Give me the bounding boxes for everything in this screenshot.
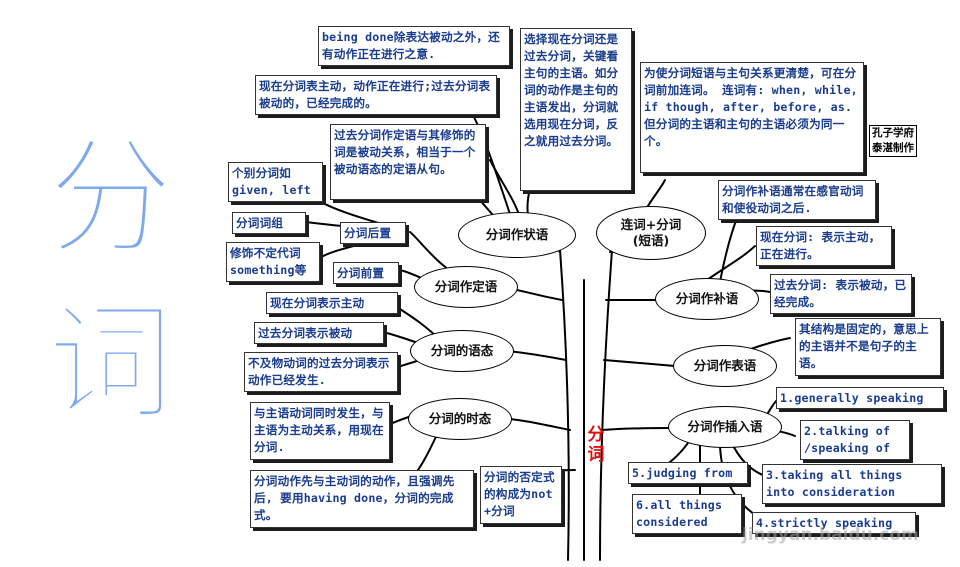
node-predicative: 分词作表语	[673, 345, 777, 387]
node-parenthesis: 分词作插入语	[668, 406, 782, 448]
node-conj-phrase: 连词+分词 (短语)	[596, 206, 706, 260]
box-something: 修饰不定代词something等	[226, 242, 320, 282]
box-choose-participle: 选择现在分词还是过去分词，关键看主句的主语。如分词的动作是主句的主语发出，分词就…	[520, 28, 632, 191]
box-intransitive: 不及物动词的过去分词表示动作已经发生.	[244, 352, 398, 392]
node-tense: 分词的时态	[408, 398, 512, 440]
box-phrase-2: 2.talking of /speaking of	[800, 420, 910, 460]
box-pre: 分词前置	[333, 262, 399, 284]
trunk-line-left	[559, 249, 570, 561]
box-present-active: 现在分词表示主动	[266, 292, 398, 314]
box-past-passive: 过去分词表示被动	[254, 322, 384, 344]
box-past-complement: 过去分词: 表示被动，已经完成。	[770, 274, 912, 314]
node-voice: 分词的语态	[410, 330, 514, 372]
box-phrase-4: 4.strictly speaking	[752, 512, 916, 534]
box-post: 分词后置	[340, 222, 406, 244]
box-being-done: being done除表达被动之外，还有动作正在进行之意.	[318, 26, 510, 66]
branch-parenthesis	[601, 427, 671, 431]
box-having-done: 分词动作先与主动词的动作，且强调先后, 要用having done，分词的完成式…	[250, 470, 474, 528]
node-adverbial: 分词作状语	[458, 212, 576, 258]
stamp-line-1: 孔子学府	[872, 127, 914, 139]
box-phrase-5: 5.judging from	[628, 462, 748, 484]
title-char-1: 分	[45, 124, 176, 273]
box-fixed-structure: 其结构是固定的，意思上的主语并不是句子的主语。	[795, 318, 941, 376]
box-phrase-6: 6.all things considered	[632, 494, 742, 534]
center-label: 分词	[585, 425, 607, 466]
box-conj-explain: 为使分词短语与主句关系更清楚，可在分词前加连词。 连词有: when, whil…	[640, 62, 864, 173]
box-phrase-1: 1.generally speaking	[776, 387, 944, 409]
box-past-attr: 过去分词作定语与其修饰的词是被动关系，相当于一个被动语态的定语从句。	[330, 124, 486, 200]
box-present-past-meaning: 现在分词表主动，动作正在进行;过去分词表被动的，已经完成的。	[255, 75, 497, 115]
box-complement-use: 分词作补语通常在感官动词和使役动词之后.	[718, 180, 876, 220]
box-present-complement: 现在分词: 表示主动，正在进行。	[756, 226, 892, 266]
center-label-text: 分词	[587, 425, 605, 466]
stamp-line-2: 泰湛制作	[872, 142, 914, 154]
box-simultaneous: 与主语动词同时发生，与主语为主动关系，用现在分词.	[250, 402, 390, 460]
box-phrase-3: 3.taking all things into consideration	[762, 464, 942, 504]
watermark: jingyan.baidu.com	[742, 525, 919, 545]
stamp-maker: 孔子学府 泰湛制作	[869, 125, 917, 157]
box-individual: 个别分词如given, left	[228, 162, 323, 202]
branch-predicative	[603, 359, 676, 367]
box-negative: 分词的否定式的构成为not +分词	[480, 466, 562, 524]
trunk-line-right	[599, 249, 613, 561]
box-group: 分词词组	[232, 212, 306, 234]
node-attributive: 分词作定语	[414, 266, 518, 308]
node-complement: 分词作补语	[655, 278, 759, 320]
title-char-2: 词	[45, 289, 176, 438]
